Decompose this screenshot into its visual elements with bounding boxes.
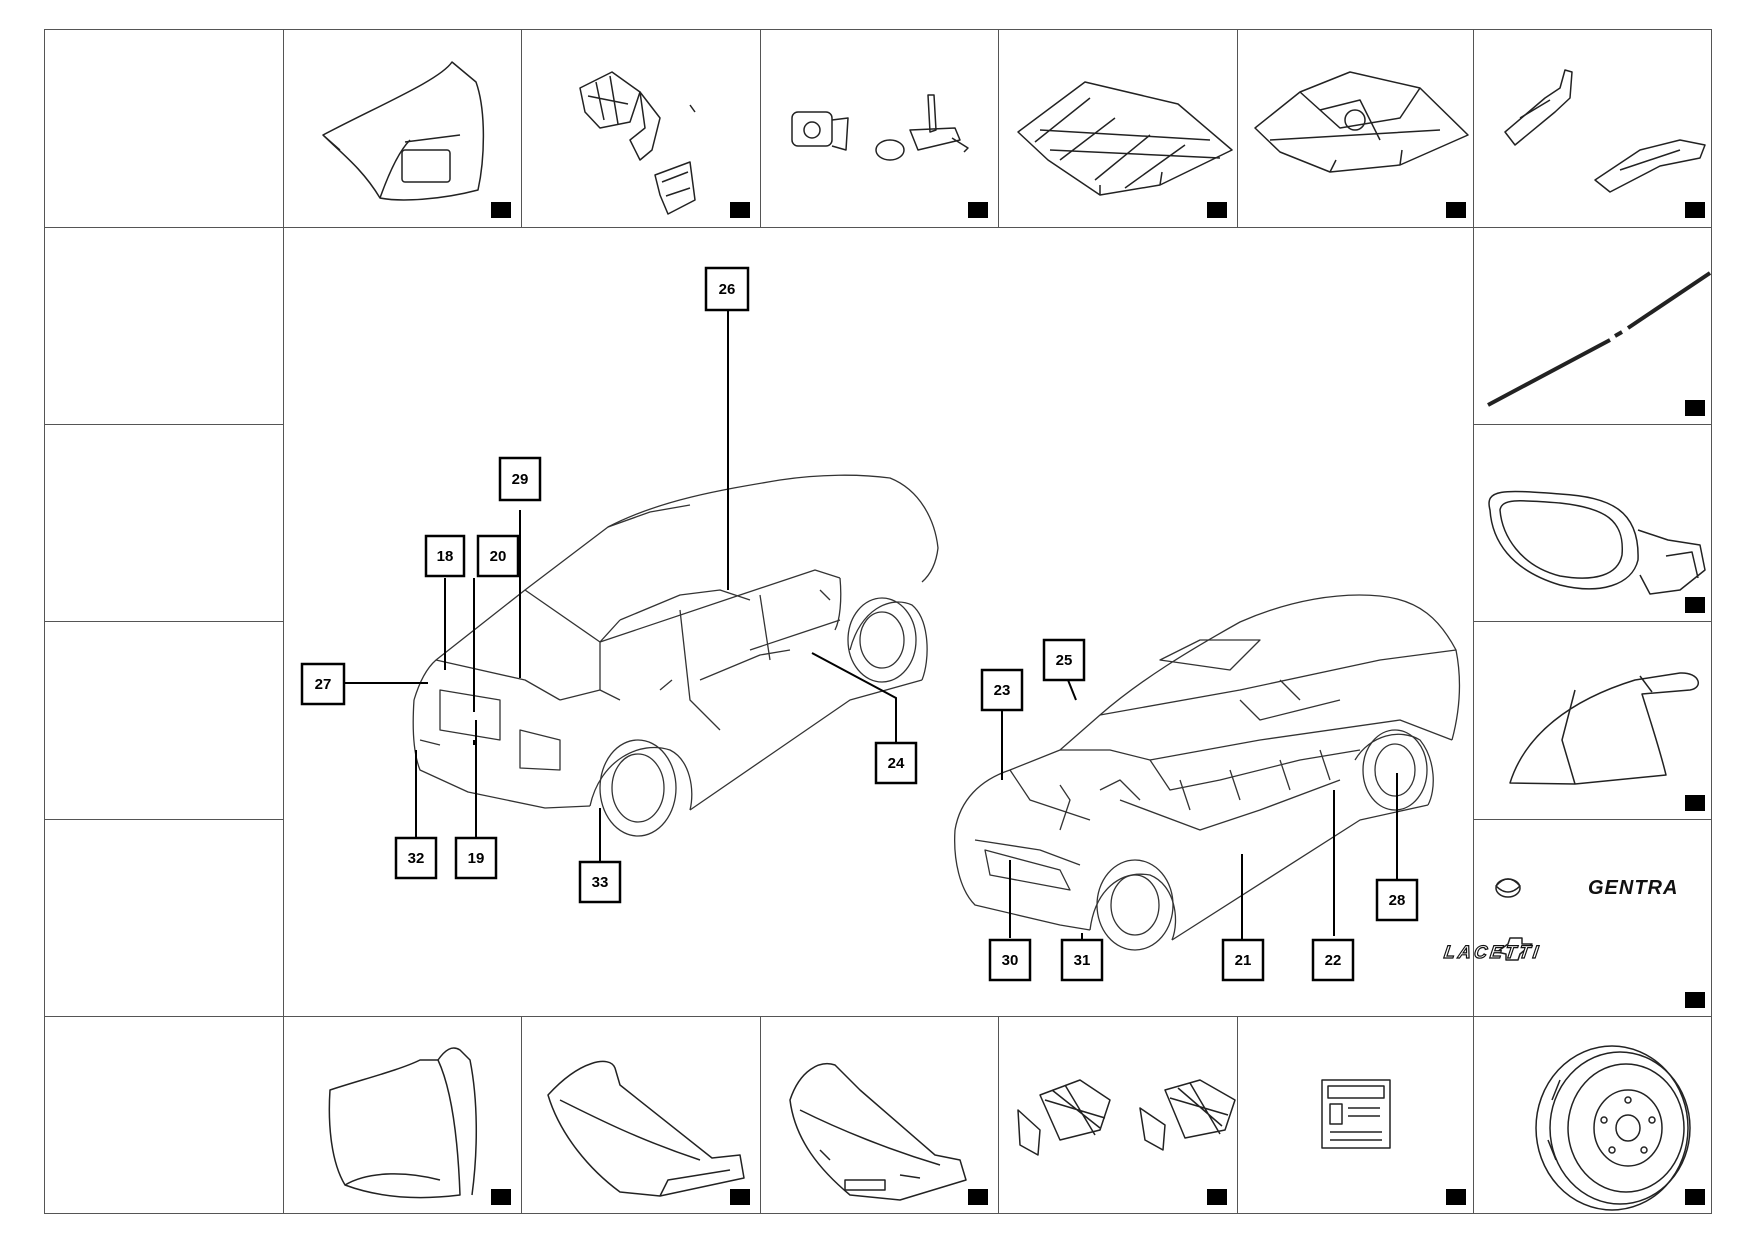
svg-text:22: 22 <box>1325 952 1342 969</box>
marker-square <box>1685 202 1705 218</box>
callout-22: 22 <box>1311 938 1355 982</box>
rear-bumper-drawing <box>547 1060 745 1197</box>
svg-text:30: 30 <box>1002 952 1019 969</box>
info-label-drawing <box>1321 1079 1391 1149</box>
marker-square <box>968 1189 988 1205</box>
svg-text:24: 24 <box>888 755 905 772</box>
callout-28: 28 <box>1375 878 1419 922</box>
grid-lines <box>44 29 1712 1214</box>
front-bumper-drawing <box>789 1063 967 1201</box>
svg-text:19: 19 <box>468 850 485 867</box>
svg-text:23: 23 <box>994 682 1011 699</box>
marker-square <box>1446 202 1466 218</box>
svg-text:20: 20 <box>490 548 507 565</box>
emblem-lacetti: LACETTI <box>1443 942 1543 962</box>
svg-text:26: 26 <box>719 281 736 298</box>
front-floor-panel-drawing <box>1017 81 1233 196</box>
marker-square <box>1685 597 1705 613</box>
callout-21: 21 <box>1221 938 1265 982</box>
marker-square <box>1207 202 1227 218</box>
callout-27: 27 <box>300 662 346 706</box>
marker-square <box>730 202 750 218</box>
svg-text:28: 28 <box>1389 892 1406 909</box>
marker-square <box>1685 992 1705 1008</box>
callout-25: 25 <box>1042 638 1086 682</box>
callout-30: 30 <box>988 938 1032 982</box>
svg-text:31: 31 <box>1074 952 1091 969</box>
marker-square <box>491 202 511 218</box>
marker-square <box>1446 1189 1466 1205</box>
radiator-grilles-drawing <box>1017 1079 1236 1156</box>
callout-23: 23 <box>980 668 1024 712</box>
svg-text:29: 29 <box>512 471 529 488</box>
side-mirror-drawing <box>1488 490 1706 595</box>
mud-flaps-drawing <box>328 1047 477 1199</box>
marker-square <box>1207 1189 1227 1205</box>
side-rails-drawing <box>1504 69 1706 193</box>
svg-text:27: 27 <box>315 676 332 693</box>
svg-text:25: 25 <box>1056 652 1073 669</box>
marker-square <box>968 202 988 218</box>
steel-wheel-drawing <box>1535 1045 1691 1211</box>
svg-text:33: 33 <box>592 874 609 891</box>
door-glass-drawing <box>1509 672 1700 785</box>
emblem-daewoo-icon <box>1495 878 1521 898</box>
marker-square <box>1685 1189 1705 1205</box>
callout-33: 33 <box>578 860 622 904</box>
marker-square <box>491 1189 511 1205</box>
callout-32: 32 <box>394 836 438 880</box>
door-moldings-drawing <box>1487 271 1712 407</box>
callout-31: 31 <box>1060 938 1104 982</box>
marker-square <box>730 1189 750 1205</box>
rear-floor-panel-drawing <box>1254 71 1469 173</box>
svg-text:21: 21 <box>1235 952 1252 969</box>
callout-29: 29 <box>498 456 542 502</box>
callout-26: 26 <box>704 266 750 312</box>
marker-square <box>1685 795 1705 811</box>
sedan-front-view-drawing <box>954 594 1461 951</box>
marker-square <box>1685 400 1705 416</box>
sedan-rear-view-drawing <box>412 474 939 837</box>
trunk-lid-drawing <box>322 61 485 201</box>
callout-18: 18 <box>424 534 466 578</box>
callout-20: 20 <box>476 534 520 578</box>
emblem-gentra: GENTRA <box>1588 877 1678 899</box>
callout-24: 24 <box>874 741 918 785</box>
callout-leaders <box>345 311 1398 940</box>
hinge-brackets-drawing <box>579 71 696 215</box>
callout-19: 19 <box>454 836 498 880</box>
svg-text:32: 32 <box>408 850 425 867</box>
svg-text:18: 18 <box>437 548 454 565</box>
lock-cylinders-drawing <box>791 94 969 161</box>
cell-markers <box>491 202 1705 1205</box>
emblem-chevrolet-bowtie-icon <box>1496 937 1533 961</box>
